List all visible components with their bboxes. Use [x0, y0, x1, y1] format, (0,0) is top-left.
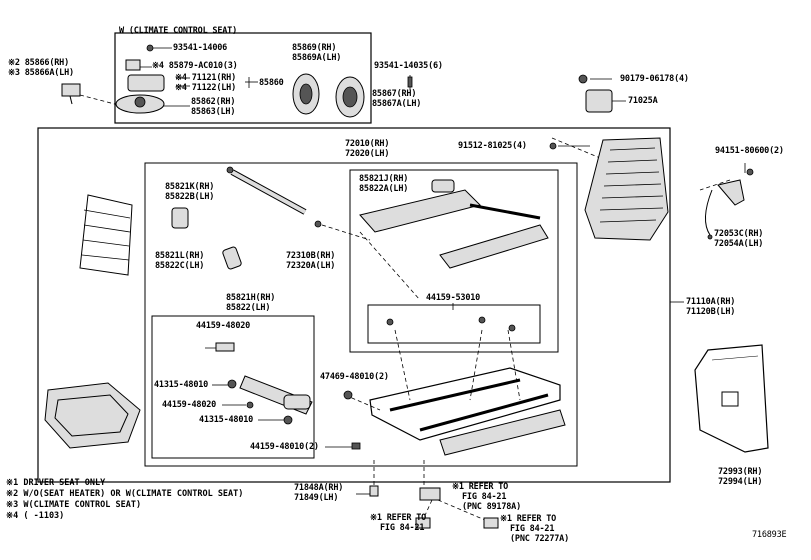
cushion-pan [44, 382, 141, 449]
label-72993: 72993(RH) [718, 467, 763, 477]
label-47469: 47469-48010(2) [320, 372, 389, 382]
bolt-set [386, 316, 516, 332]
label-85862: 85862(RH) [191, 97, 236, 107]
ref-72277a-line1: ※1 REFER TO [500, 514, 557, 524]
label-85821k: 85821K(RH) [165, 182, 215, 192]
motor-85821k [171, 207, 189, 229]
label-44159-48020-b: 44159-48020 [162, 400, 217, 410]
harness-clip-left [61, 83, 81, 105]
label-72310b: 72310B(RH) [286, 251, 336, 261]
main-assembly-box [37, 127, 671, 483]
label-85822c: 85822C(LH) [155, 261, 205, 271]
ref-89178a-line2: FIG 84-21 [462, 492, 507, 502]
label-71849: 71849(LH) [294, 493, 339, 503]
label-91512: 91512-81025(4) [458, 141, 527, 151]
label-85821j: 85821J(RH) [359, 174, 409, 184]
climate-seat-title: W (CLIMATE CONTROL SEAT) [119, 26, 238, 36]
label-85860: 85860 [259, 78, 284, 88]
diagram-code: 716893E [752, 530, 787, 540]
label-93541-14035: 93541-14035(6) [374, 61, 443, 71]
bushing-47469 [343, 390, 353, 400]
label-85869: 85869(RH) [292, 43, 337, 53]
label-72994: 72994(LH) [718, 477, 763, 487]
label-85869a: 85869A(LH) [292, 53, 342, 63]
label-71110a: 71110A(RH) [686, 297, 736, 307]
label-85822: 85822(LH) [226, 303, 271, 313]
note-4: ※4 ( -1103) [6, 511, 65, 521]
note-3: ※3 W(CLIMATE CONTROL SEAT) [6, 500, 142, 510]
adjuster-rails [359, 179, 549, 269]
motor-85821l [222, 246, 242, 270]
label-85822b: 85822B(LH) [165, 192, 215, 202]
lifter-parts [215, 342, 313, 425]
ref-72277a-line3: (PNC 72277A) [510, 534, 570, 544]
climate-seat-box [114, 32, 372, 124]
label-85879: ※4 85879-AC010(3) [152, 61, 238, 71]
label-71120b: 71120B(LH) [686, 307, 736, 317]
label-44159-48020-a: 44159-48020 [196, 321, 251, 331]
label-72020: 72020(LH) [345, 149, 390, 159]
clip-71848a [369, 485, 379, 497]
seatback-frame [584, 137, 669, 241]
ref-fig-line1: ※1 REFER TO [370, 513, 427, 523]
label-41315-a: 41315-48010 [154, 380, 209, 390]
label-85867: 85867(RH) [372, 89, 417, 99]
label-71121: ※4 71121(RH) [175, 73, 237, 83]
torsion-bar [226, 166, 322, 228]
label-41315-b: 41315-48010 [199, 415, 254, 425]
label-85866a: ※3 85866A(LH) [8, 68, 74, 78]
harness-clip-c [483, 517, 499, 529]
label-71122: ※4 71122(LH) [175, 83, 237, 93]
seatback-board [694, 344, 769, 453]
label-93541-14006: 93541-14006 [173, 43, 228, 53]
label-85821l: 85821L(RH) [155, 251, 205, 261]
label-85866: ※2 85866(RH) [8, 58, 70, 68]
label-94151: 94151-80600(2) [715, 146, 784, 156]
cushion-spring [79, 194, 133, 276]
lumbar-cable [705, 168, 754, 240]
label-44159-53010: 44159-53010 [426, 293, 481, 303]
label-72010: 72010(RH) [345, 139, 390, 149]
label-85822a: 85822A(LH) [359, 184, 409, 194]
lifter-box [151, 315, 315, 459]
ref-89178a-line1: ※1 REFER TO [452, 482, 509, 492]
harness-clip-b [415, 517, 431, 529]
ref-72277a-line2: FIG 84-21 [510, 524, 555, 534]
label-85867a: 85867A(LH) [372, 99, 422, 109]
label-71025a: 71025A [628, 96, 658, 106]
nut-90179 [578, 74, 588, 84]
label-44159-48010: 44159-48010(2) [250, 442, 319, 452]
label-71848a: 71848A(RH) [294, 483, 344, 493]
label-85863: 85863(LH) [191, 107, 236, 117]
label-85821h: 85821H(RH) [226, 293, 276, 303]
note-2: ※2 W/O(SEAT HEATER) OR W(CLIMATE CONTROL… [6, 489, 244, 499]
cover-71025a [585, 89, 613, 113]
adjuster-motor-box [349, 169, 559, 353]
label-72053c: 72053C(RH) [714, 229, 764, 239]
bolt-set-box [367, 304, 541, 344]
label-90179: 90179-06178(4) [620, 74, 689, 84]
bolt-44159-48010 [351, 442, 361, 450]
harness-clip-a [419, 487, 441, 501]
climate-blower-parts [115, 44, 413, 118]
note-1: ※1 DRIVER SEAT ONLY [6, 478, 106, 488]
adjuster-box [144, 162, 578, 467]
label-72320a: 72320A(LH) [286, 261, 336, 271]
ref-89178a-line3: (PNC 89178A) [462, 502, 522, 512]
seat-track [369, 367, 566, 456]
ref-fig-line2: FIG 84-21 [380, 523, 425, 533]
label-72054a: 72054A(LH) [714, 239, 764, 249]
